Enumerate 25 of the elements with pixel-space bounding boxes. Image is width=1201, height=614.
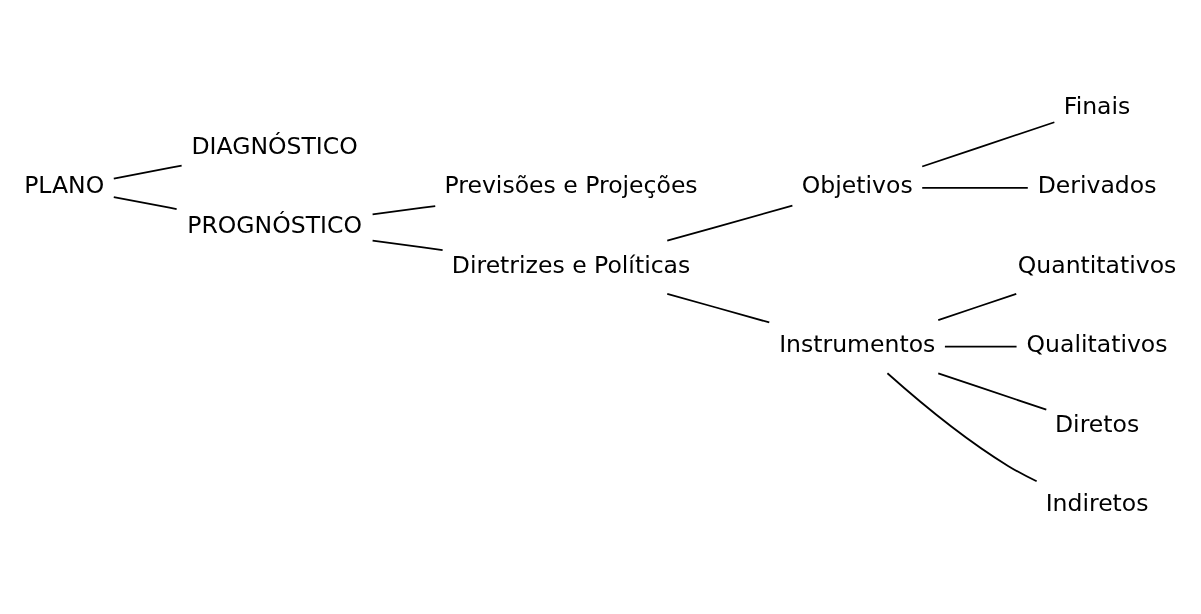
connector bbox=[921, 121, 1056, 168]
node-text: Instrumentos bbox=[779, 330, 936, 359]
connector bbox=[112, 196, 178, 210]
node-text: Objetivos bbox=[801, 171, 913, 200]
node-text: Previsões e Projeções bbox=[444, 171, 698, 200]
connector bbox=[666, 204, 794, 242]
node-text: Diretos bbox=[1054, 409, 1140, 438]
node-text: Derivados bbox=[1037, 171, 1157, 200]
connector bbox=[371, 239, 444, 251]
connector bbox=[666, 292, 771, 324]
connector bbox=[112, 164, 183, 180]
connector bbox=[886, 372, 1038, 483]
node-text: Finais bbox=[1063, 91, 1131, 120]
connector bbox=[937, 372, 1048, 411]
node-text: Indiretos bbox=[1045, 489, 1149, 518]
node-text: Qualitativos bbox=[1026, 330, 1168, 359]
node-text: PROGNÓSTICO bbox=[187, 211, 362, 240]
connector bbox=[921, 186, 1029, 189]
connector bbox=[944, 345, 1018, 348]
node-text: Diretrizes e Políticas bbox=[451, 250, 691, 279]
node-text: Quantitativos bbox=[1017, 250, 1177, 279]
node-text: PLANO bbox=[24, 171, 105, 200]
connector bbox=[937, 293, 1018, 321]
node-text: DIAGNÓSTICO bbox=[191, 131, 358, 160]
connector bbox=[371, 205, 437, 216]
